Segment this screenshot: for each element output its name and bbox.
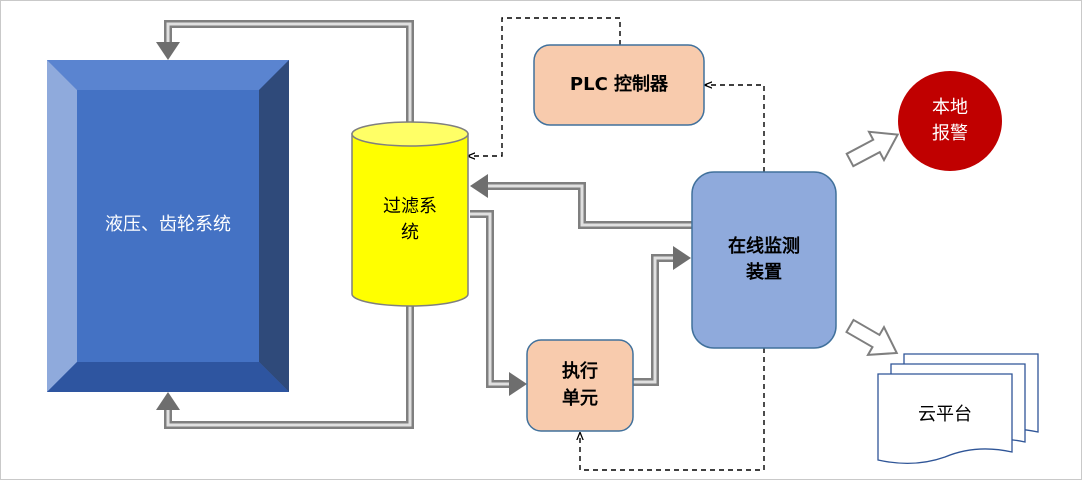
cloud-platform-label: 云平台	[918, 403, 972, 425]
monitor-device-label: 在线监测 装置	[728, 235, 800, 283]
dashed-plc-to-filter	[468, 17, 621, 156]
arrow-to-alarm	[845, 130, 900, 168]
hydraulic-gear-system-label: 液压、齿轮系统	[105, 213, 231, 235]
flow-actuator-to-monitor	[633, 246, 691, 386]
flow-monitor-to-filter	[470, 174, 692, 229]
cloud-platform-documents	[877, 353, 1039, 465]
local-alarm-label: 本地 报警	[932, 96, 968, 144]
actuator-unit-label: 执行 单元	[562, 361, 598, 409]
control-signal-lines	[468, 17, 765, 471]
flow-filter-to-hydraulic-top	[156, 20, 414, 128]
dashed-monitor-to-plc	[705, 85, 765, 172]
local-alarm-circle	[898, 71, 1002, 171]
filter-system-cylinder	[351, 121, 469, 307]
output-arrows	[845, 130, 900, 356]
oil-flow-lines	[156, 20, 692, 429]
actuator-unit-box	[526, 339, 634, 432]
filter-system-label: 过滤系 统	[383, 195, 437, 243]
plc-controller-box	[533, 44, 705, 126]
arrow-to-cloud	[845, 318, 899, 356]
flow-filter-to-hydraulic-bottom	[156, 306, 414, 429]
flow-filter-to-actuator	[470, 210, 527, 396]
hydraulic-gear-system-box	[47, 60, 289, 392]
monitor-device-box	[691, 171, 837, 349]
plc-controller-label: PLC 控制器	[569, 73, 669, 95]
dashed-monitor-to-actuator	[580, 348, 765, 471]
